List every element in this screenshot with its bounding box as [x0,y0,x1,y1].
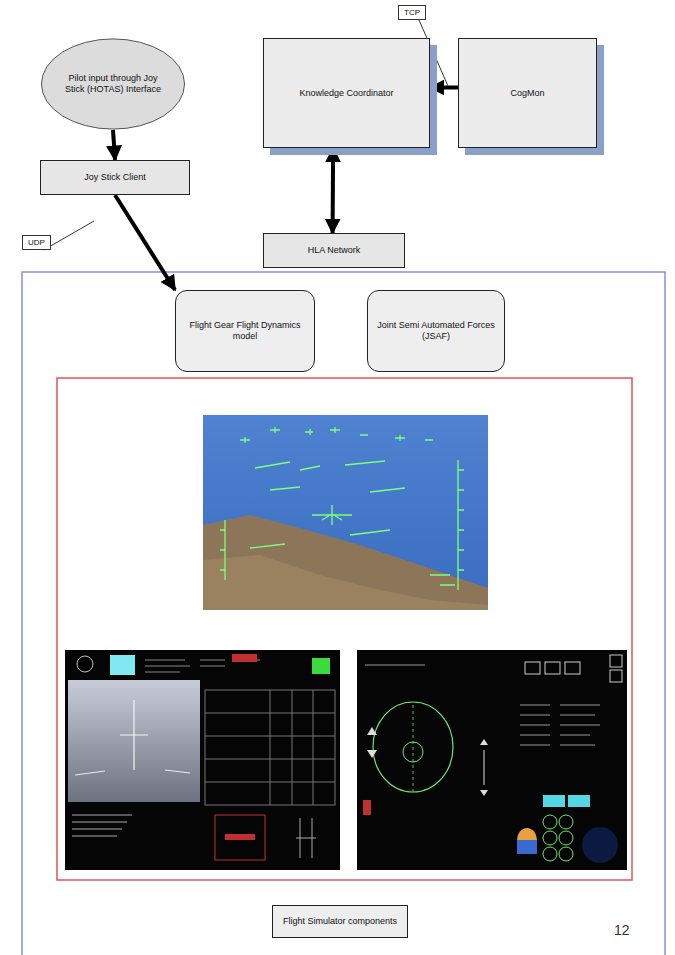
node-text: Knowledge Coordinator [299,88,393,99]
protocol-tag: TCP [398,5,426,20]
panel-frame [22,272,665,955]
node-text: Flight Simulator components [283,916,397,927]
page-number: 12 [614,922,630,938]
node-text: CogMon [510,88,544,99]
process-box: CogMon [458,38,597,148]
node-text: Joy Stick Client [84,172,146,183]
connector-arrow [331,148,336,233]
leader-line [44,221,94,250]
node-text: Flight Gear Flight Dynamics model [182,320,308,342]
connector-arrow [113,130,115,160]
input-ellipse: Pilot input through Joy Stick (HOTAS) In… [40,38,186,130]
process-box: Joy Stick Client [40,160,190,195]
protocol-tag: UDP [22,235,51,250]
connector-arrow [115,195,175,290]
hud-view [203,415,488,610]
component-box: Flight Gear Flight Dynamics model [175,290,315,372]
node-text: Joint Semi Automated Forces (JSAF) [374,320,498,342]
node-text: Pilot input through Joy Stick (HOTAS) In… [60,73,166,95]
connector-arrow [430,86,458,90]
network-box: HLA Network [263,233,405,268]
component-box: Joint Semi Automated Forces (JSAF) [367,290,505,372]
right-display [357,650,627,870]
process-box: Knowledge Coordinator [263,38,430,148]
screens-frame [57,378,632,880]
node-text: HLA Network [308,245,361,256]
caption-box: Flight Simulator components [272,905,408,938]
left-display [65,650,340,870]
